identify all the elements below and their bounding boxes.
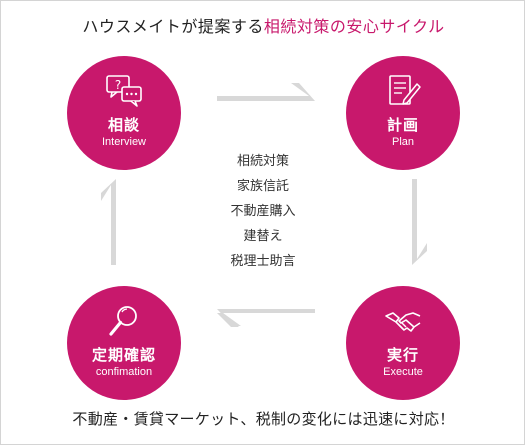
step-confirmation-sublabel: confimation: [95, 366, 153, 378]
title-highlight: 相続対策の安心サイクル: [263, 17, 445, 36]
chat-question-icon: ?: [106, 75, 142, 107]
document-pen-icon: [389, 75, 421, 105]
center-item: 相続対策: [236, 154, 289, 169]
step-plan-label: 計画: [386, 116, 419, 134]
step-plan: 計画 Plan: [346, 56, 460, 170]
step-confirmation-label: 定期確認: [91, 346, 156, 364]
step-interview-sublabel: Interview: [101, 136, 147, 148]
step-execute: 実行 Execute: [346, 286, 460, 400]
center-item: 不動産購入: [230, 204, 296, 219]
center-item: 税理士助言: [230, 254, 296, 269]
step-interview: ? 相談 Interview: [67, 56, 181, 170]
step-execute-sublabel: Execute: [383, 366, 423, 378]
arrow-left: [217, 309, 315, 327]
page-title: ハウスメイトが提案する相続対策の安心サイクル: [1, 13, 525, 37]
center-item: 家族信託: [236, 179, 289, 194]
step-confirmation: 定期確認 confimation: [67, 286, 181, 400]
center-item: 建替え: [243, 229, 283, 244]
step-interview-label: 相談: [107, 116, 140, 134]
arrow-down: [412, 179, 427, 265]
center-topic-list: 相続対策 家族信託 不動産購入 建替え 税理士助言: [213, 149, 313, 274]
step-plan-sublabel: Plan: [391, 136, 415, 148]
footer-caption: 不動産・賃貸マーケット、税制の変化には迅速に対応！: [72, 410, 455, 428]
title-prefix: ハウスメイトが提案する: [82, 17, 264, 36]
handshake-icon: [385, 312, 421, 332]
step-execute-label: 実行: [386, 346, 419, 364]
magnifier-icon: [109, 306, 137, 336]
arrow-right: [217, 83, 315, 101]
arrow-up: [101, 179, 116, 265]
svg-text:?: ?: [115, 78, 121, 92]
